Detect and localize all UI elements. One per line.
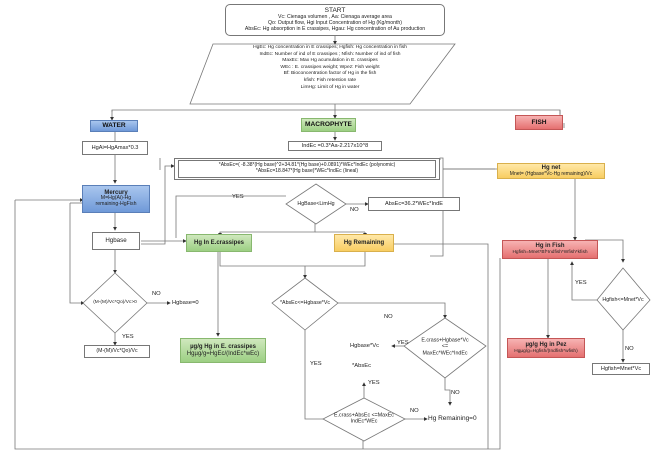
- abs-formula-box: *AbsEc=( -8.38*(Hg base)^2+34.81*(Hg bas…: [178, 160, 436, 178]
- ecrass-hgbase-decision-text: E.crass+Hgbase*Vc <= MaxEc*WEc*IndEc: [421, 337, 468, 356]
- category-fish: FISH: [515, 115, 563, 130]
- start-title: START: [324, 7, 346, 15]
- abs-polynomic: *AbsEc=( -8.38*(Hg base)^2+34.81*(Hg bas…: [218, 162, 396, 169]
- hg-base-box: Hgbase: [92, 232, 140, 250]
- abs-yes-label: YES: [310, 361, 322, 367]
- water-yes-result: (M-(M)/Vc*Qo)/Vc: [84, 345, 150, 358]
- water-no-result: Hgbase=0: [172, 300, 199, 306]
- ecrass-abs-decision-text: E.crass+AbsEc <=MaxEc IndEc*WEc: [334, 413, 394, 426]
- lim-yes-label: YES: [232, 194, 244, 200]
- lim-no-label: NO: [350, 207, 359, 213]
- parameters-list: HgEc: Hg concentration in E crassipes; H…: [200, 45, 460, 91]
- ugg-ecrassipes-formula: Hgµg/g=HgEc/(IndEc*wEc): [186, 350, 260, 357]
- water-yes-label: YES: [122, 334, 134, 340]
- decision-line: MaxEc*WEc*IndEc: [422, 350, 468, 357]
- param-line: HgEc: Hg concentration in E crassipes; H…: [253, 45, 407, 50]
- start-line-2: Qo: Output flow, Hgi Input Concentration…: [267, 19, 403, 26]
- mercury-formula: M=Hg(Ai)-Hg remaining-HgFish: [95, 195, 137, 208]
- abs-lineal: *AbsEc=18.847*(Hg base)*WEc*IndEc (linea…: [255, 168, 359, 174]
- category-macrophyte: MACROPHYTE: [301, 118, 356, 132]
- ugg-pez-box: µg/g Hg in Pez Hgµg/g=Hgfish/(Indfish*wf…: [507, 338, 585, 358]
- decision-line: IndEc*WEc: [350, 419, 378, 425]
- hg-in-fish-box: Hg in Fish Hgfish=Mnet*Bf*Indfish*Wfish*…: [502, 240, 598, 259]
- parameters-box: [189, 43, 456, 105]
- decision-line: E.crass+AbsEc <=MaxEc: [334, 412, 394, 419]
- lim-decision-text: HgBase<LimHg: [297, 200, 335, 207]
- ecrass-hgbase-no-label: NO: [451, 390, 460, 396]
- hg-remaining-zero: Hg Remaining=0: [428, 415, 477, 422]
- abs-ec-result: *AbsEc: [352, 363, 372, 369]
- param-line: Bf: Bioconcentration factor of Hg in the…: [283, 71, 377, 77]
- start-line-1: Vc: Cienaga volumen , Aa: Cienaga averag…: [278, 13, 392, 20]
- hg-ai-formula: HgAi=HgAmax*0.3: [82, 141, 148, 155]
- ugg-pez-formula: Hgµg/g=Hgfish/(Indfish*wfish): [514, 348, 578, 354]
- start-box: START Vc: Cienaga volumen , Aa: Cienaga …: [225, 4, 445, 36]
- ind-ec-formula: IndEc =0.3*Aa-2.217x10^8: [288, 141, 382, 151]
- ecrass-abs-no-label: NO: [410, 408, 419, 414]
- fish-no-result: Hgfish=Mnet*Vc: [592, 363, 650, 375]
- hgbase-vc-result: Hgbase*Vc: [350, 343, 380, 349]
- hg-in-fish-title: Hg in Fish: [535, 243, 565, 250]
- mercury-title: Mercury: [104, 189, 128, 196]
- param-line: LimHg: Limit of Hg in water: [300, 84, 360, 90]
- decision-ecrass-abs: [322, 397, 406, 442]
- hg-net-formula: Mnet= (Hgbase*Vc-Hg remaining)/Vc: [509, 170, 593, 177]
- abs-no-formula: AbsEc=36.2*WEc*IndE: [368, 197, 460, 211]
- hg-remaining-box: Hg Remaining: [334, 234, 394, 252]
- ugg-ecrassipes-title: µg/g Hg in E. crassipes: [190, 343, 256, 350]
- fish-decision-text: Hgfish<=Mnet*Vc: [602, 296, 644, 303]
- decision-ecrass-hgbase: [403, 317, 487, 379]
- param-line: kfish: Fish retention rate: [303, 78, 357, 84]
- ugg-ecrassipes-box: µg/g Hg in E. crassipes Hgµg/g=HgEc/(Ind…: [180, 338, 266, 363]
- param-line: IndEc: Number of ind of E crassipes ; Nf…: [259, 51, 401, 57]
- category-water: WATER: [90, 120, 138, 132]
- decision-water-positive: [82, 272, 148, 334]
- ecrass-abs-yes-label: YES: [368, 380, 380, 386]
- start-line-3: AbsEc: Hg absorption in E crassipes, Hga…: [244, 25, 426, 32]
- hg-net-title: Hg net: [541, 164, 561, 171]
- decision-hgbase-limit: [285, 183, 347, 225]
- hg-net-box: Hg net Mnet= (Hgbase*Vc-Hg remaining)/Vc: [497, 163, 605, 179]
- water-no-label: NO: [152, 291, 161, 297]
- hg-in-fish-formula: Hgfish=Mnet*Bf*Indfish*Wfish*kfish: [512, 250, 588, 256]
- decision-hgfish-limit: [596, 267, 651, 331]
- decision-line: <=: [441, 343, 449, 350]
- abs-decision-text: *AbsEc<=Hgbase*Vc: [279, 299, 331, 306]
- decision-line: E.crass+Hgbase*Vc: [421, 337, 469, 344]
- fish-no-label: NO: [625, 346, 634, 352]
- hg-in-ecrassipes-box: Hg In E.crassipes: [186, 234, 252, 252]
- water-decision-text: (M-(M)/Vc*Qo)/Vc>0: [93, 300, 137, 306]
- decision-abs-vs-hgbase: [271, 277, 339, 331]
- abs-no-label: NO: [384, 314, 393, 320]
- fish-yes-label: YES: [575, 280, 587, 286]
- param-line: WEc : E. crassipes weight; Wpez: Fish we…: [280, 64, 380, 70]
- mercury-box: Mercury M=Hg(Ai)-Hg remaining-HgFish: [82, 185, 150, 213]
- ecrass-hgbase-yes-label: YES: [397, 340, 409, 346]
- param-line: MaxEc: Max Hg acumulation in E. crassipe…: [282, 58, 378, 64]
- ugg-pez-title: µg/g Hg in Pez: [525, 341, 567, 348]
